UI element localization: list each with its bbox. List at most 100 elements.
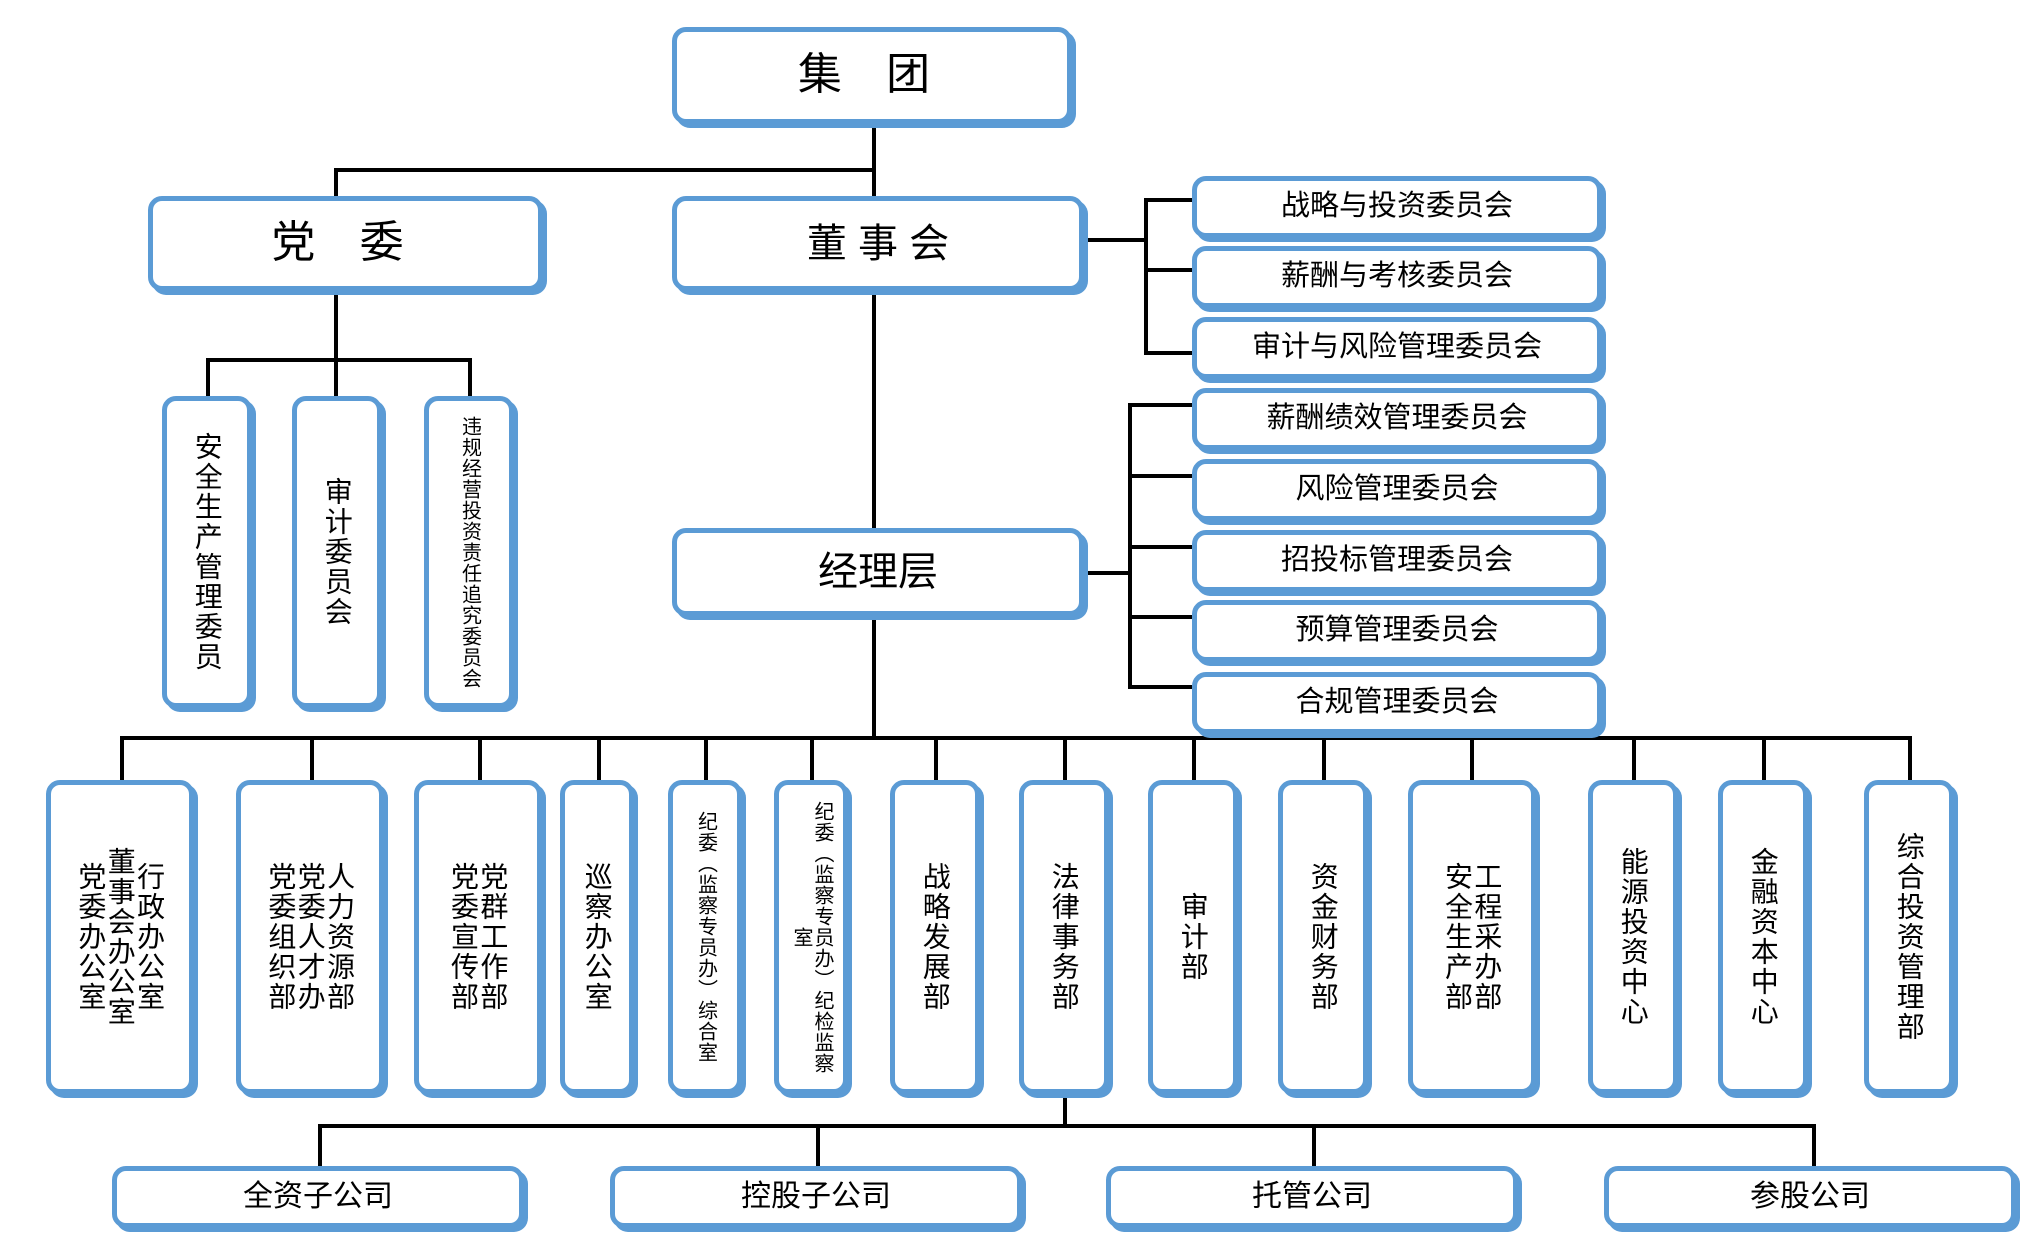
connector-dept-13 [1762,736,1766,780]
node-board-committee-1[interactable]: 战略与投资委员会 [1192,176,1602,238]
node-dept-1[interactable]: 行政办公室 董事会办公室 党委办公室 [46,780,194,1094]
connector-to-party [334,168,338,198]
node-party-sub-2[interactable]: 审计委员会 [292,396,382,708]
node-dept-13[interactable]: 金融资本中心 [1718,780,1808,1094]
connector-subs-up [1063,1094,1067,1128]
connector-sub-1 [318,1124,322,1166]
connector-mgmt-c4 [1128,615,1192,619]
connector-dept-12 [1632,736,1636,780]
node-dept-7-label: 战略发展部 [919,862,951,1012]
node-dept-7[interactable]: 战略发展部 [890,780,980,1094]
node-party-sub-3-label: 违规经营投资责任追究委员会 [458,415,481,689]
connector-board-c3 [1144,351,1192,355]
connector-mgmt-down [872,616,876,738]
node-subsidiary-1-label: 全资子公司 [243,1179,393,1213]
node-mgmt-committee-4[interactable]: 预算管理委员会 [1192,600,1602,662]
connector-dept-8 [1063,736,1067,780]
node-dept-6-label: 纪委（监察专员办）纪检监察室 [790,800,833,1074]
node-dept-10[interactable]: 资金财务部 [1278,780,1368,1094]
connector-bus-level2 [334,168,876,172]
node-dept-9-label: 审计部 [1177,892,1209,982]
node-dept-8-label: 法律事务部 [1048,862,1080,1012]
connector-board-out [1086,238,1148,242]
node-dept-10-label: 资金财务部 [1307,862,1339,1012]
node-dept-14-label: 综合投资管理部 [1893,832,1925,1042]
connector-board-c2 [1144,268,1192,272]
node-mgmt-committee-2[interactable]: 风险管理委员会 [1192,459,1602,521]
node-subsidiary-2-label: 控股子公司 [741,1179,891,1213]
connector-dept-2 [310,736,314,780]
node-party-sub-1[interactable]: 安全生产管理委员 [162,396,252,708]
node-party-committee[interactable]: 党 委 [148,196,543,291]
node-board-committee-3[interactable]: 审计与风险管理委员会 [1192,317,1602,379]
node-dept-11[interactable]: 工程采办部 安全生产部 [1408,780,1536,1094]
connector-mgmt-c2 [1128,474,1192,478]
connector-board-spine [1144,198,1148,355]
connector-dept-3 [478,736,482,780]
connector-mgmt-c3 [1128,545,1192,549]
connector-mgmt-spine [1128,403,1132,685]
connector-sub-2 [816,1124,820,1166]
node-dept-12-label: 能源投资中心 [1617,847,1649,1027]
node-dept-5-label: 纪委（监察专员办）综合室 [694,811,717,1063]
node-management[interactable]: 经理层 [672,528,1084,616]
node-dept-2[interactable]: 人力资源部 党委人才办 党委组织部 [236,780,384,1094]
connector-dept-9 [1192,736,1196,780]
node-dept-3[interactable]: 党群工作部 党委宣传部 [414,780,542,1094]
node-party-sub-1-label: 安全生产管理委员 [191,432,223,672]
node-party-sub-3[interactable]: 违规经营投资责任追究委员会 [424,396,514,708]
node-subsidiary-4[interactable]: 参股公司 [1604,1166,2016,1228]
connector-dept-11 [1470,736,1474,780]
connector-group-down [872,125,876,170]
node-group[interactable]: 集 团 [672,27,1072,124]
node-mgmt-committee-3-label: 招投标管理委员会 [1280,544,1513,577]
connector-dept-bus [120,736,1912,740]
node-board-committee-3-label: 审计与风险管理委员会 [1251,331,1542,364]
node-dept-14[interactable]: 综合投资管理部 [1864,780,1954,1094]
node-board-committee-2[interactable]: 薪酬与考核委员会 [1192,246,1602,308]
node-group-label: 集 团 [797,50,947,100]
connector-party-bus [206,358,472,362]
node-subsidiary-3-label: 托管公司 [1252,1179,1372,1213]
node-subsidiary-1[interactable]: 全资子公司 [112,1166,524,1228]
connector-mgmt-c1 [1128,403,1192,407]
node-management-label: 经理层 [818,550,938,594]
node-subsidiary-2[interactable]: 控股子公司 [610,1166,1022,1228]
connector-party-sub-1 [206,358,210,396]
node-board[interactable]: 董 事 会 [672,196,1084,291]
node-dept-6[interactable]: 纪委（监察专员办）纪检监察室 [774,780,848,1094]
node-dept-4[interactable]: 巡察办公室 [560,780,634,1094]
connector-subs-bus [318,1124,1812,1128]
node-subsidiary-4-label: 参股公司 [1750,1179,1870,1213]
node-subsidiary-3[interactable]: 托管公司 [1106,1166,1518,1228]
node-mgmt-committee-1-label: 薪酬绩效管理委员会 [1266,402,1528,435]
node-mgmt-committee-3[interactable]: 招投标管理委员会 [1192,530,1602,592]
node-party-sub-2-label: 审计委员会 [321,477,353,627]
connector-dept-10 [1322,736,1326,780]
connector-dept-6 [810,736,814,780]
connector-board-c1 [1144,198,1192,202]
node-mgmt-committee-4-label: 预算管理委员会 [1295,614,1499,647]
connector-dept-5 [704,736,708,780]
node-mgmt-committee-2-label: 风险管理委员会 [1295,473,1499,506]
connector-mgmt-out [1086,571,1130,575]
node-mgmt-committee-1[interactable]: 薪酬绩效管理委员会 [1192,388,1602,450]
connector-dept-4 [597,736,601,780]
node-dept-11-label: 工程采办部 安全生产部 [1442,862,1503,1012]
node-dept-4-label: 巡察办公室 [581,862,613,1012]
node-mgmt-committee-5[interactable]: 合规管理委员会 [1192,672,1602,734]
connector-dept-14 [1908,736,1912,780]
node-dept-8[interactable]: 法律事务部 [1019,780,1109,1094]
node-board-committee-2-label: 薪酬与考核委员会 [1280,260,1513,293]
node-mgmt-committee-5-label: 合规管理委员会 [1295,686,1499,719]
connector-party-sub-3 [468,358,472,396]
node-dept-9[interactable]: 审计部 [1148,780,1238,1094]
connector-dept-7 [934,736,938,780]
node-dept-5[interactable]: 纪委（监察专员办）综合室 [668,780,742,1094]
node-board-label: 董 事 会 [806,221,950,266]
connector-mgmt-c5 [1128,685,1192,689]
connector-sub-3 [1312,1124,1316,1166]
node-dept-12[interactable]: 能源投资中心 [1588,780,1678,1094]
node-dept-1-label: 行政办公室 董事会办公室 党委办公室 [75,847,166,1027]
